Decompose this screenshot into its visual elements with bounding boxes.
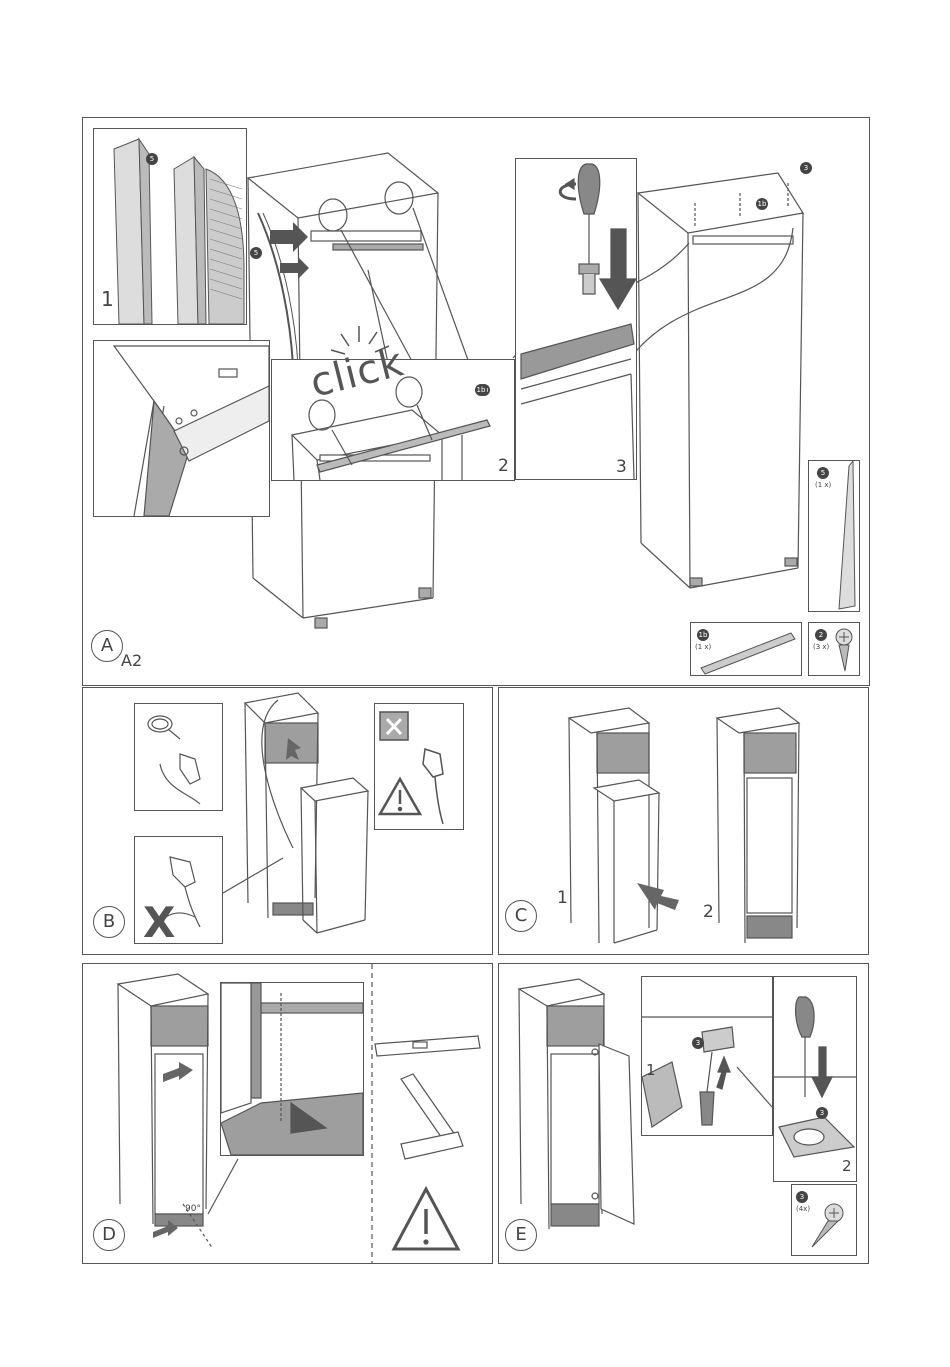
panel-e-step1: 1 [646,1061,656,1079]
panel-d-letter: D [93,1219,125,1251]
panel-b-letter: B [93,906,125,938]
panel-d: 90° D [82,963,493,1264]
panel-a-step3-box: 3 [515,158,637,480]
panel-d-detail-box [220,982,364,1156]
badge-3: 3 [800,162,812,174]
panel-e-step2-drawing [774,977,856,1181]
panel-c-step2: 2 [703,902,714,922]
panel-c-step1: 1 [557,888,568,908]
part-screw-box: 2 (3 x) [808,622,860,676]
part-rail-drawing [691,623,801,675]
badge-5: 5 [146,153,158,165]
panel-b-plug-box [134,703,223,811]
step-number-2: 2 [498,456,509,476]
panel-b-warning-box [374,703,464,830]
panel-a-detail-drawing [94,341,269,516]
panel-e-step2-box: 3 2 [773,976,857,1182]
screw-icon [792,1185,856,1255]
panel-a-step3-drawing [516,159,636,479]
badge-5-left: 5 [250,247,262,259]
panel-c: 1 2 C [498,687,869,955]
panel-b: X B [82,687,493,955]
panel-d-angle: 90° [185,1204,201,1214]
badge-1b-right: 1b [756,198,768,210]
plug-icon [135,704,222,810]
panel-a-letter: A [91,630,123,662]
panel-e-step2-badge: 3 [816,1107,828,1119]
panel-a-step1-drawing [94,129,246,324]
step-number-1: 1 [101,287,114,311]
panel-e-badge-3: 3 [692,1037,704,1049]
damaged-plug-icon: X [135,837,222,943]
panel-a-detail-box [93,340,270,517]
panel-d-detail-drawing [221,983,363,1155]
svg-text:X: X [143,898,175,943]
panel-c-drawing [499,688,868,954]
panel-a-sublabel: A2 [121,651,142,670]
warning-icon [375,704,463,829]
panel-a: 5 1 [82,117,870,686]
part-rail-box: 1b (1 x) [690,622,802,676]
panel-e: 3 1 3 2 3 (4x) E [498,963,869,1264]
panel-e-screw-box: 3 (4x) [791,1184,857,1256]
panel-e-step1-box: 3 1 [641,976,773,1136]
part-strip-box: 5 (1 x) [808,460,860,612]
panel-b-plug-damaged-box: X [134,836,223,944]
part-strip-drawing [809,461,859,611]
panel-e-letter: E [505,1219,537,1251]
step-number-3: 3 [616,457,627,477]
badge-1b-step2: 1b [475,384,487,396]
panel-a-step1-box: 5 1 [93,128,247,325]
screw-icon [809,623,859,675]
panel-c-letter: C [505,900,537,932]
panel-e-step1-drawing [642,977,772,1135]
panel-e-step2: 2 [842,1157,852,1175]
